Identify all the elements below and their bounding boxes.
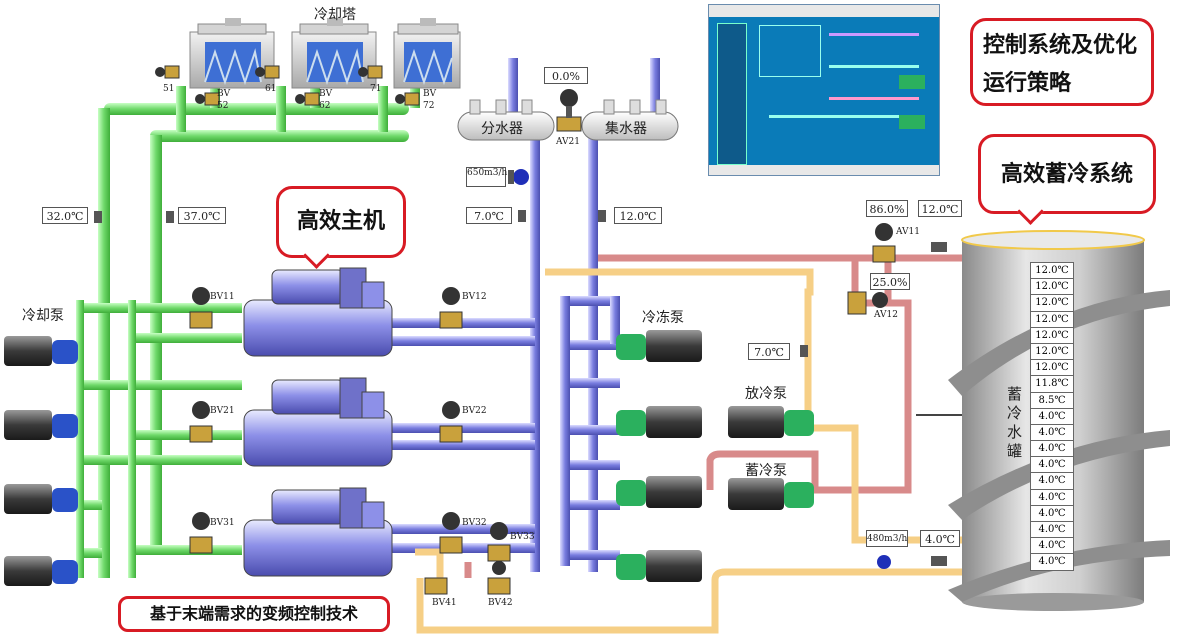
- tower-valves: [155, 65, 420, 106]
- av12-opening-readout: 25.0%: [870, 273, 910, 290]
- return-header: [581, 99, 679, 141]
- discharge-temp-readout: 7.0℃: [748, 343, 790, 360]
- tank-temp-cell: 4.0℃: [1030, 537, 1074, 554]
- valve-av11: AV11: [896, 227, 921, 237]
- chiller-1: [243, 267, 393, 357]
- flow-meter: [508, 169, 529, 185]
- chiller-2: [243, 377, 393, 467]
- cooling-return-temp-readout: 37.0℃: [178, 207, 226, 224]
- storage-pump-label: 蓄冷泵: [745, 463, 787, 479]
- control-strategy-callout: 控制系统及优化运行策略: [970, 18, 1154, 106]
- tank-top-temp-readout: 12.0℃: [918, 200, 962, 217]
- chiller-callout-text: 高效主机: [296, 209, 385, 234]
- chilled-pumps: [616, 330, 702, 582]
- valve-bv11: BV11: [210, 292, 235, 302]
- tower-tag-61: 61: [265, 84, 277, 94]
- tank-temp-cell: 4.0℃: [1030, 521, 1074, 538]
- valve-bv41: BV41: [432, 598, 457, 608]
- tower-tag-71: 71: [370, 84, 382, 94]
- cooling-tower-label: 冷却塔: [314, 7, 356, 23]
- tank-temp-cell: 12.0℃: [1030, 262, 1074, 279]
- valve-av12: AV12: [874, 310, 899, 320]
- tank-temp-cell: 12.0℃: [1030, 359, 1074, 376]
- tank-temp-cell: 12.0℃: [1030, 310, 1074, 327]
- discharge-pump-label: 放冷泵: [745, 386, 787, 402]
- av21-opening-readout: 0.0%: [544, 67, 588, 84]
- cooling-tower-1: [189, 18, 275, 89]
- tower-tag-52: 52: [217, 101, 229, 111]
- cooling-supply-temp-readout: 32.0℃: [42, 207, 88, 224]
- storage-pump: [728, 478, 814, 510]
- storage-tank-label: 蓄冷水罐: [1005, 386, 1023, 462]
- valve-bv32: BV32: [462, 518, 487, 528]
- storage-flow-readout: 480m3/h: [866, 530, 908, 547]
- tank-temp-cell: 4.0℃: [1030, 456, 1074, 473]
- tank-temp-cell: 12.0℃: [1030, 342, 1074, 360]
- valve-bv33: BV33: [510, 532, 535, 542]
- tank-temp-cell: 11.8℃: [1030, 375, 1074, 392]
- valve-bv22: BV22: [462, 406, 487, 416]
- chilled-supply-temp-readout: 7.0℃: [466, 207, 512, 224]
- tank-temp-cell: 12.0℃: [1030, 294, 1074, 311]
- tower-tag-bv1: BV: [217, 89, 231, 99]
- tank-temp-cell: 8.5℃: [1030, 391, 1074, 408]
- valve-bv12: BV12: [462, 292, 487, 302]
- vfd-callout: 基于末端需求的变频控制技术: [118, 596, 390, 632]
- chiller-callout: 高效主机: [276, 186, 406, 269]
- cooling-pumps: [4, 336, 78, 586]
- tank-temp-cell: 4.0℃: [1030, 407, 1074, 424]
- chiller-valves: [189, 223, 896, 595]
- sensor-ticks: [94, 210, 947, 566]
- control-screen-thumbnail: [708, 4, 940, 176]
- valve-bv21: BV21: [210, 406, 235, 416]
- tower-tag-bv3: BV: [423, 89, 437, 99]
- discharge-pipes: [464, 254, 965, 578]
- cooling-tower-3: [393, 18, 461, 89]
- tank-temp-cell: 4.0℃: [1030, 423, 1074, 441]
- flow-readout: 650m3/h: [466, 167, 507, 187]
- chilled-pump-label: 冷冻泵: [642, 310, 684, 326]
- tower-tag-51: 51: [163, 84, 175, 94]
- storage-system-callout: 高效蓄冷系统: [978, 134, 1156, 225]
- tank-temp-cell: 12.0℃: [1030, 326, 1074, 343]
- discharge-pump: [728, 406, 814, 438]
- tank-temp-cell: 4.0℃: [1030, 440, 1074, 457]
- tank-temp-cell: 4.0℃: [1030, 553, 1074, 571]
- storage-system-text: 高效蓄冷系统: [1000, 162, 1133, 187]
- supply-header-label: 分水器: [481, 121, 523, 137]
- supply-header: [457, 99, 555, 141]
- return-header-label: 集水器: [605, 121, 647, 137]
- cooling-tower-2: [291, 18, 377, 89]
- valve-bv31: BV31: [210, 518, 235, 528]
- cooling-water-pipes: [76, 86, 420, 578]
- vfd-callout-text: 基于末端需求的变频控制技术: [149, 604, 358, 623]
- cooling-pump-label: 冷却泵: [22, 308, 64, 324]
- tower-tag-bv2: BV: [319, 89, 333, 99]
- tank-temp-cell: 4.0℃: [1030, 504, 1074, 521]
- tower-tag-72: 72: [423, 101, 435, 111]
- tank-temp-cell: 12.0℃: [1030, 278, 1074, 295]
- valve-av21: AV21: [556, 137, 581, 147]
- chiller-3: [243, 487, 393, 577]
- tank-temp-cell: 4.0℃: [1030, 472, 1074, 489]
- valve-bv42: BV42: [488, 598, 513, 608]
- tank-bottom-temp-readout: 4.0℃: [920, 530, 960, 547]
- chilled-return-temp-readout: 12.0℃: [614, 207, 662, 224]
- tank-temp-cell: 4.0℃: [1030, 488, 1074, 505]
- av21-valve: [556, 89, 582, 132]
- control-strategy-text: 控制系统及优化运行策略: [983, 33, 1138, 96]
- tower-tag-62: 62: [319, 101, 331, 111]
- av11-opening-readout: 86.0%: [866, 200, 908, 217]
